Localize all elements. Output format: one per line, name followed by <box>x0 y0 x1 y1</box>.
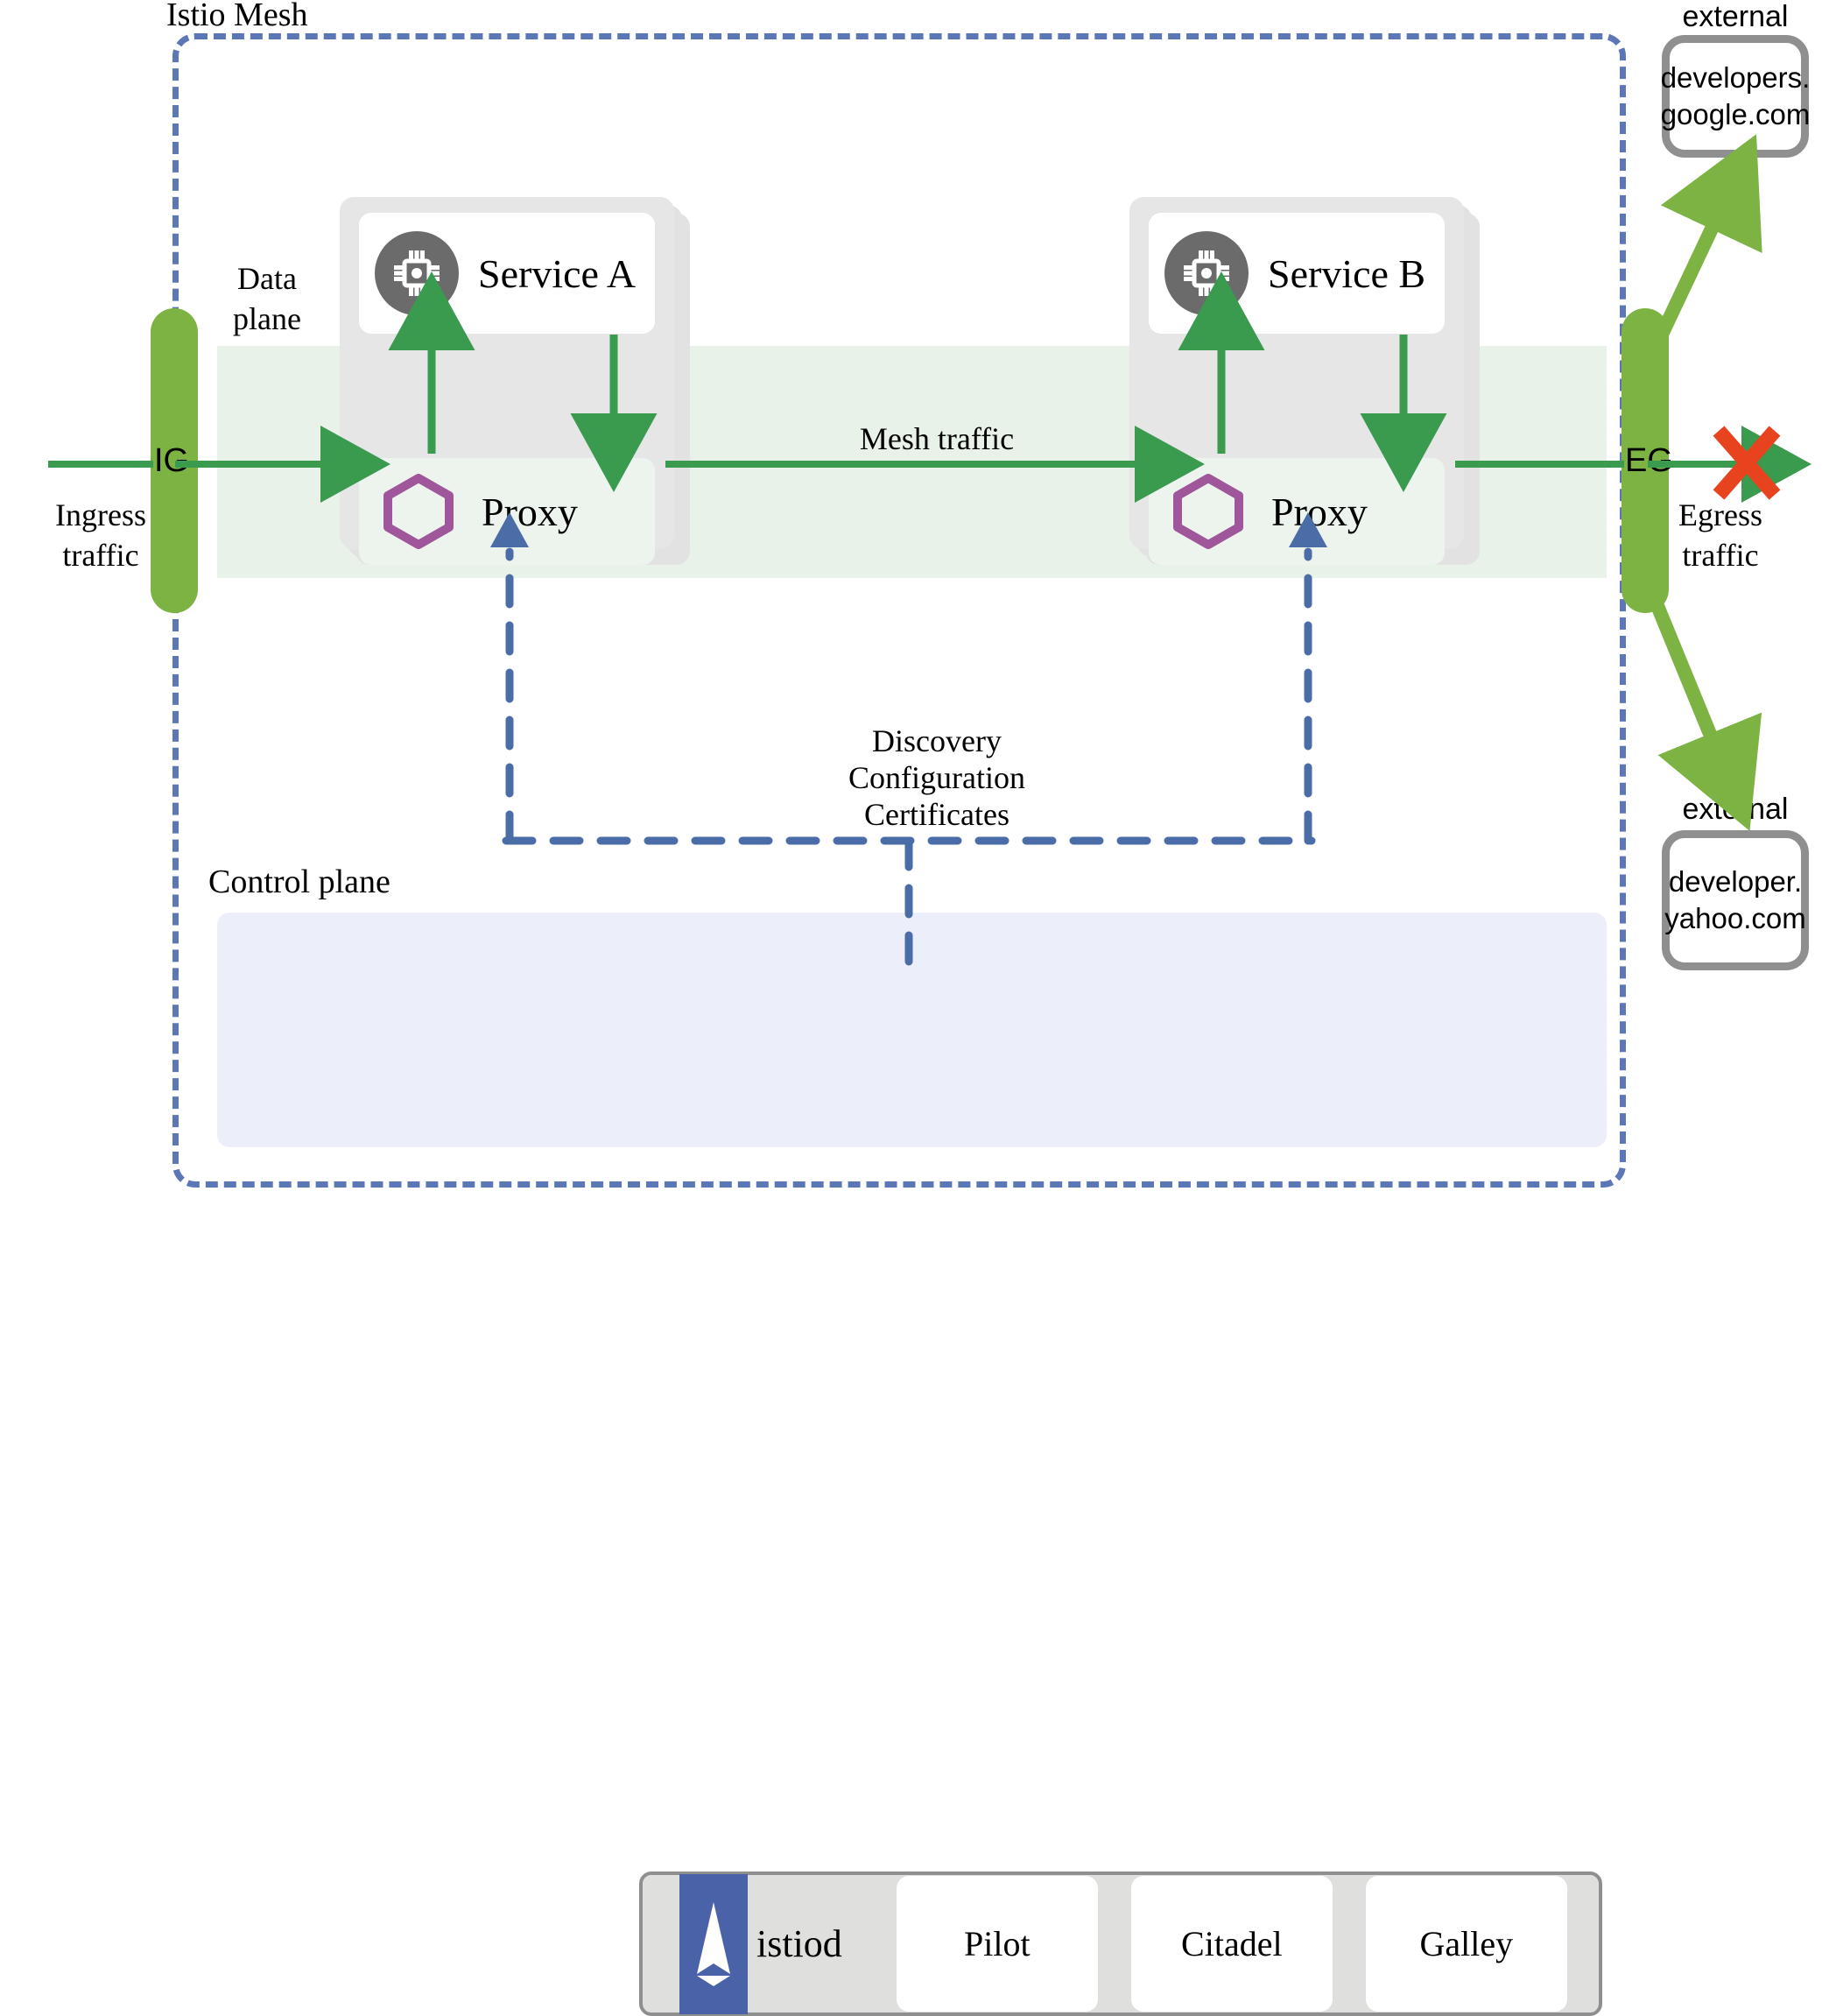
control-plane-area: istiod Pilot Citadel Galley <box>217 913 1607 2016</box>
cpu-chip-glyph <box>1184 250 1229 296</box>
external-yahoo-host-line2: yahoo.com <box>1664 902 1806 934</box>
cpu-chip-glyph <box>394 250 440 296</box>
proxy-b-label: Proxy <box>1271 489 1368 534</box>
ingress-traffic-line2: traffic <box>62 538 139 573</box>
service-b-label: Service B <box>1268 250 1426 296</box>
data-plane-label-line1: Data <box>237 261 297 296</box>
istiod-components: Pilot Citadel Galley <box>896 1876 1567 2012</box>
istiod-box[interactable]: istiod Pilot Citadel Galley <box>639 1871 1602 2016</box>
istiod-component-galley[interactable]: Galley <box>1365 1876 1567 2012</box>
external-service-google[interactable]: developers. google.com <box>1660 35 1811 158</box>
external-google-host-line1: developers. <box>1660 61 1811 94</box>
proxy-b-box[interactable]: Proxy <box>1149 458 1445 565</box>
external-service-yahoo[interactable]: developer. yahoo.com <box>1662 830 1809 970</box>
ingress-traffic-line1: Ingress <box>55 497 146 532</box>
egress-traffic-line1: Egress <box>1678 497 1762 532</box>
proxy-a-label: Proxy <box>482 489 578 534</box>
istio-sail-icon <box>679 1873 748 2014</box>
ingress-traffic-label: Ingress traffic <box>26 495 175 575</box>
mesh-traffic-label: Mesh traffic <box>859 421 1015 456</box>
cpu-chip-icon <box>375 231 459 315</box>
discovery-line3: Certificates <box>864 797 1009 832</box>
discovery-config-cert-label: Discovery Configuration Certificates <box>797 723 1077 833</box>
istio-sail-glyph <box>697 1901 730 1986</box>
istiod-label: istiod <box>756 1922 842 1965</box>
egress-gateway-code: EG <box>1625 442 1673 479</box>
egress-traffic-line2: traffic <box>1682 538 1759 573</box>
mesh-title: Istio Mesh <box>166 0 308 33</box>
data-plane-label-line2: plane <box>233 301 301 336</box>
external-label-yahoo: external <box>1682 793 1789 826</box>
istiod-component-citadel[interactable]: Citadel <box>1130 1876 1333 2012</box>
external-yahoo-host-line1: developer. <box>1668 865 1803 898</box>
hexagon-icon <box>383 474 454 549</box>
workload-service-a: Service A Proxy <box>340 197 690 565</box>
service-a-label: Service A <box>478 250 637 296</box>
workload-service-b: Service B Proxy <box>1129 197 1480 565</box>
discovery-line2: Configuration <box>848 760 1025 795</box>
egress-traffic-label: Egress traffic <box>1646 495 1795 575</box>
data-plane-label: Data plane <box>210 258 324 339</box>
blocked-x-icon <box>1713 426 1781 500</box>
control-plane-label: Control plane <box>208 863 390 900</box>
external-google-host-line2: google.com <box>1660 98 1811 130</box>
hexagon-icon <box>1173 474 1243 549</box>
istiod-component-pilot[interactable]: Pilot <box>896 1876 1098 2012</box>
service-a-box[interactable]: Service A <box>359 213 655 334</box>
cpu-chip-icon <box>1164 231 1249 315</box>
discovery-line1: Discovery <box>872 723 1002 758</box>
proxy-a-box[interactable]: Proxy <box>359 458 655 565</box>
service-b-box[interactable]: Service B <box>1149 213 1445 334</box>
external-label-google: external <box>1682 0 1789 33</box>
ingress-gateway-code: IG <box>154 442 190 479</box>
